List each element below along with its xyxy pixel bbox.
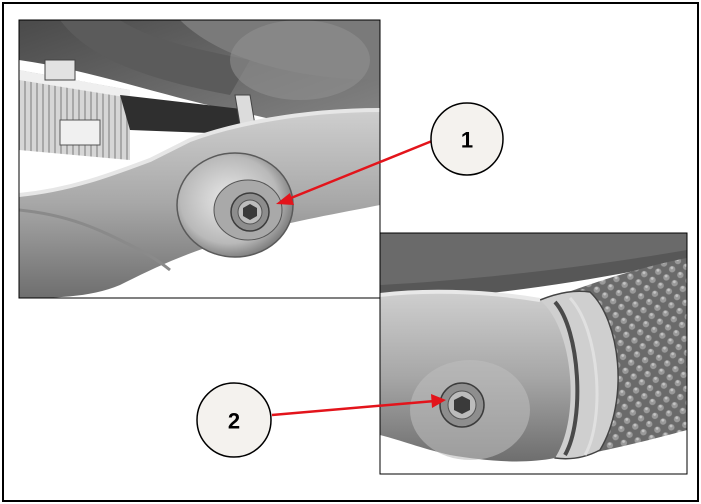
detail-view-top [19,20,380,298]
arrow-2 [271,394,446,417]
detail-view-top-border [18,19,381,299]
arrow-1 [276,139,433,205]
callout-1-label: 1 [461,128,473,153]
detail-view-bottom-border [379,232,688,475]
callout-2: 2 [196,382,272,458]
callout-1-circle [430,102,504,176]
callout-2-label: 2 [228,409,240,434]
callout-1: 1 [430,102,504,176]
callout-2-circle [196,382,272,458]
detail-view-bottom [380,233,687,474]
